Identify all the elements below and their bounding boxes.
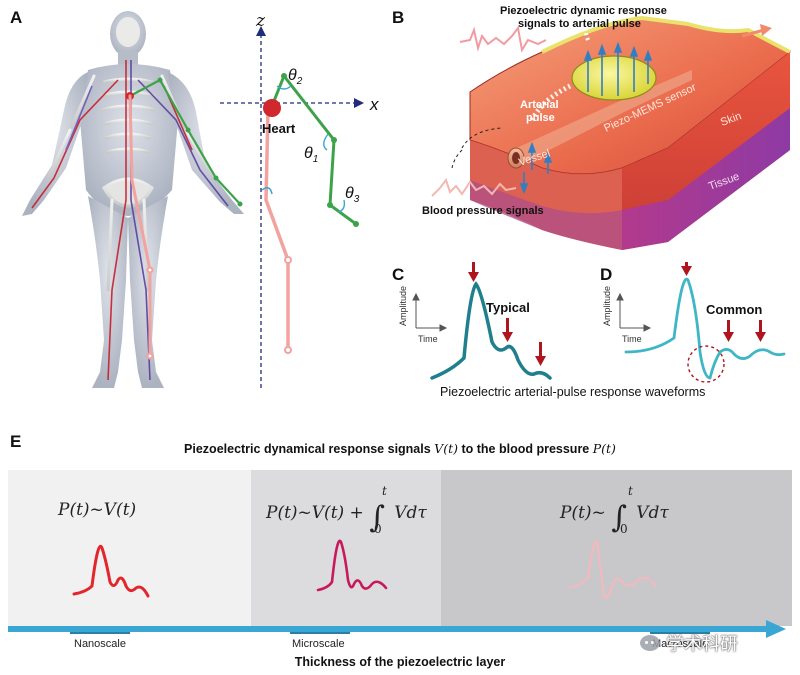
watermark-text: 学术科研 xyxy=(666,634,738,655)
scale-microscale: Microscale xyxy=(292,638,345,650)
x-axis-label: x xyxy=(369,95,379,114)
d-highlight-circle xyxy=(687,345,725,383)
svg-text:θ1: θ1 xyxy=(304,145,318,165)
e-title-pt: P(t) xyxy=(592,441,616,456)
x-axis-arrow xyxy=(354,98,364,108)
z-axis-label: z xyxy=(255,11,266,31)
e-title-mid: to the blood pressure xyxy=(461,442,590,456)
b-arterial-line1: Arterial xyxy=(520,99,559,111)
d-common-label: Common xyxy=(706,302,762,317)
panel-label-c: C xyxy=(392,265,405,284)
band-microscale xyxy=(251,470,441,626)
c-typical-label: Typical xyxy=(486,300,530,315)
e-title-vt: V(t) xyxy=(434,441,458,456)
theta3-label: θ xyxy=(345,185,354,202)
formula-micro-left: P(t)~V(t) + xyxy=(266,503,364,523)
integrand-macro: Vdτ xyxy=(636,503,669,523)
integrand-micro: Vdτ xyxy=(394,503,427,523)
arm-model xyxy=(270,73,358,226)
d-amplitude-label: Amplitude xyxy=(602,286,612,326)
cd-caption: Piezoelectric arterial-pulse response wa… xyxy=(440,385,705,399)
d-time-label: Time xyxy=(622,334,642,344)
theta2-sub: 2 xyxy=(296,76,303,87)
formula-nanoscale: P(t)~V(t) xyxy=(58,500,137,520)
e-title-prefix: Piezoelectric dynamical response signals xyxy=(184,442,431,456)
integral-upper-macro: t xyxy=(628,484,633,498)
b-title-line1: Piezoelectric dynamic response xyxy=(500,5,667,17)
wave-macroscale xyxy=(568,540,658,599)
c-axes xyxy=(412,292,448,332)
integral-lower-macro: 0 xyxy=(620,522,628,536)
panel-b-figure: Piezoelectric dynamic response signals t… xyxy=(422,5,791,250)
chat-bubble-icon xyxy=(640,635,660,651)
panel-a-figure: z x Heart θ2 θ1 θ3 xyxy=(22,11,379,388)
b-arterial-line2: pulse xyxy=(526,112,555,124)
panel-label-b: B xyxy=(392,8,405,27)
body-limb-overlay xyxy=(126,77,243,360)
heart-label: Heart xyxy=(262,121,296,136)
wave-microscale xyxy=(316,539,388,592)
svg-text:θ3: θ3 xyxy=(345,185,360,205)
trunk-leg-model xyxy=(264,108,290,352)
band-macroscale xyxy=(441,470,792,626)
typical-waveform xyxy=(430,281,552,380)
scale-nanoscale: Nanoscale xyxy=(74,638,126,650)
svg-text:θ2: θ2 xyxy=(288,67,303,87)
b-title-line2: signals to arterial pulse xyxy=(518,18,641,30)
skeleton xyxy=(46,17,216,372)
scale-macroscale: Macroscale xyxy=(652,638,709,650)
c-time-label: Time xyxy=(418,334,438,344)
thickness-axis xyxy=(8,620,786,638)
theta1-sub: 1 xyxy=(313,154,319,165)
e-title: Piezoelectric dynamical response signals… xyxy=(0,441,800,456)
common-waveform xyxy=(624,277,786,380)
panel-label-d: D xyxy=(600,265,613,284)
integral-lower-micro: 0 xyxy=(374,522,382,536)
heart-marker xyxy=(263,99,281,117)
response-arrows xyxy=(519,41,653,195)
panel-label-e: E xyxy=(10,432,22,451)
panel-cd-figure: Amplitude Time Typical Amplitude Time Co… xyxy=(398,262,786,399)
formula-macro-left: P(t)~ xyxy=(560,503,606,523)
b-blood-pressure-label: Blood pressure signals xyxy=(422,205,544,217)
wave-nanoscale xyxy=(72,544,150,598)
formula-macroscale: P(t)~ ∫ t 0 Vdτ xyxy=(560,484,669,536)
integral-sign-macro: ∫ xyxy=(611,500,627,535)
theta1-label: θ xyxy=(304,145,313,162)
piezo-sensor-disk xyxy=(571,55,657,101)
integral-upper-micro: t xyxy=(382,484,387,498)
coordinate-axes xyxy=(220,34,356,388)
band-nanoscale xyxy=(8,470,251,626)
theta2-label: θ xyxy=(288,67,297,84)
d-red-arrows xyxy=(681,262,766,342)
panel-label-a: A xyxy=(10,8,23,27)
thickness-axis-title: Thickness of the piezoelectric layer xyxy=(294,655,506,669)
blood-vessels xyxy=(31,60,229,381)
c-red-arrows xyxy=(468,262,546,366)
theta3-sub: 3 xyxy=(354,194,360,205)
d-axes xyxy=(616,292,652,332)
integral-sign-micro: ∫ xyxy=(369,500,385,535)
e-waveforms xyxy=(72,539,658,599)
c-amplitude-label: Amplitude xyxy=(398,286,408,326)
z-axis-arrow xyxy=(256,26,266,36)
formula-microscale: P(t)~V(t) + ∫ t 0 Vdτ xyxy=(266,484,427,536)
watermark: 学术科研 xyxy=(640,630,790,656)
